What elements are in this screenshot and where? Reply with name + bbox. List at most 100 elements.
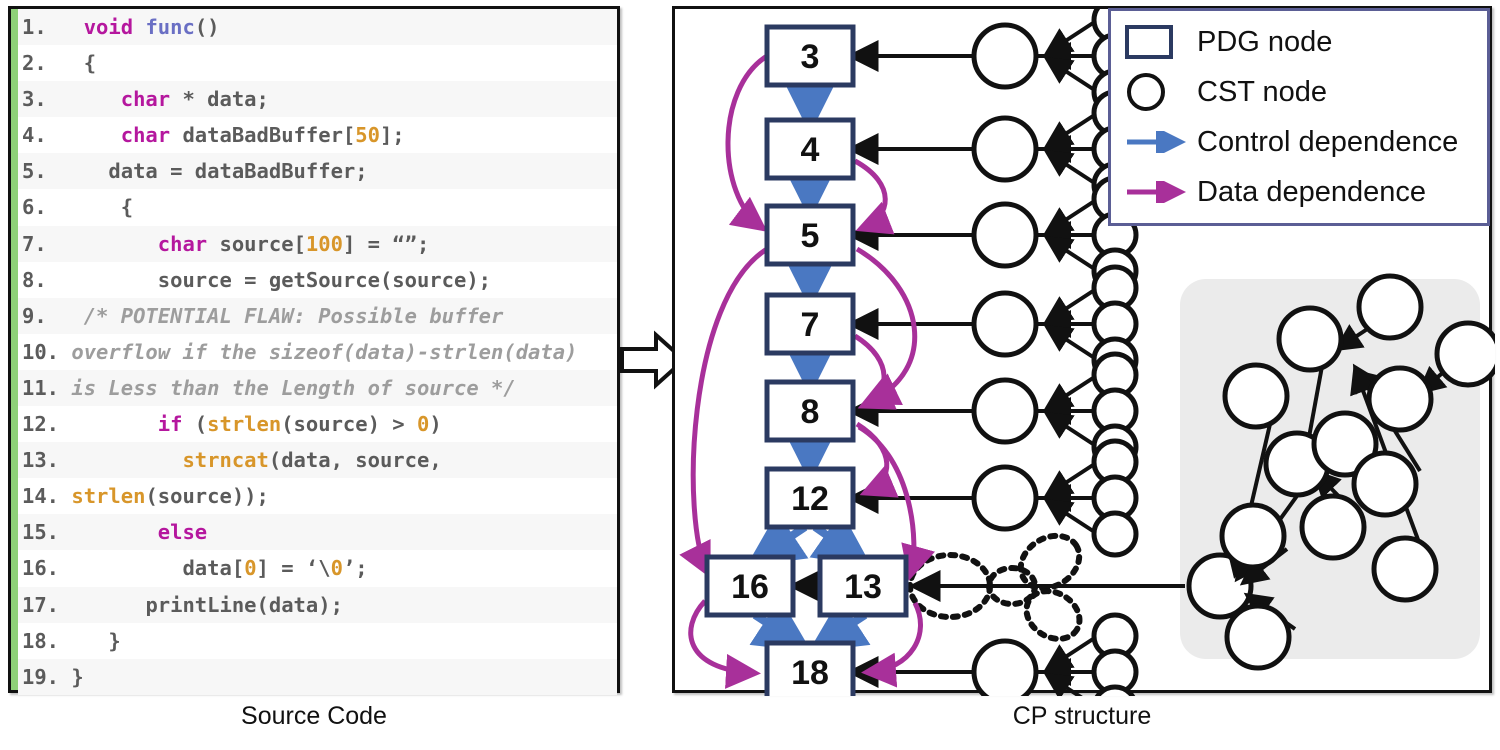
data-edge-3-5 <box>725 53 769 232</box>
line-number: 1. <box>22 15 72 39</box>
legend-key-control <box>1125 131 1197 153</box>
legend-row-control-dependence: Control dependence <box>1125 117 1477 167</box>
pdg-node-7[interactable]: 7 <box>764 292 856 356</box>
pdg-node-12[interactable]: 12 <box>764 466 856 530</box>
code-line: 1. void func() <box>18 9 617 46</box>
legend-label-cst-node: CST node <box>1197 75 1328 108</box>
code-line: 19. } <box>18 658 617 695</box>
line-number: 19. <box>22 664 72 689</box>
code-token: 0 <box>244 556 257 581</box>
legend-key-data <box>1125 181 1197 203</box>
code-token: strlen <box>71 484 146 509</box>
cst-node <box>1434 320 1495 388</box>
code-indent <box>71 232 157 256</box>
pdg-node-16[interactable]: 16 <box>704 554 796 618</box>
line-number: 8. <box>22 267 72 292</box>
code-indent <box>71 556 182 580</box>
code-token: { <box>120 195 134 220</box>
code-indent <box>71 195 120 219</box>
transform-arrow-icon <box>620 330 686 390</box>
pdg-node-label: 3 <box>801 38 820 76</box>
cst-node <box>971 201 1039 269</box>
pdg-node-label: 4 <box>801 131 820 169</box>
pdg-node-box <box>764 640 856 696</box>
legend-key-pdg <box>1125 25 1197 59</box>
cst-node <box>971 464 1039 532</box>
pdg-node-label: 8 <box>801 393 820 431</box>
cst-node <box>1356 273 1424 341</box>
code-token: is Less than the Length of source */ <box>71 375 516 400</box>
legend-box: PDG node CST node Control dependence <box>1108 8 1490 226</box>
pdg-node-8[interactable]: 8 <box>764 379 856 443</box>
code-token: strncat <box>182 448 269 473</box>
pdg-node-box <box>764 379 856 443</box>
data-dependence-edges <box>679 53 936 689</box>
code-token: (data, source, <box>268 448 442 473</box>
cst-node <box>1222 362 1290 430</box>
pdg-node-18[interactable]: 18 <box>764 640 856 696</box>
code-token: 0 <box>330 556 343 581</box>
code-line: 10. overflow if the sizeof(data)-strlen(… <box>18 333 617 370</box>
pdg-node-box <box>817 554 909 618</box>
code-token: char <box>157 231 208 256</box>
code-token: if <box>157 412 183 437</box>
control-edge-16-18 <box>749 597 812 652</box>
code-indent <box>71 51 83 75</box>
pdg-node-3[interactable]: 3 <box>764 24 856 88</box>
code-token: } <box>71 664 84 689</box>
legend-key-cst <box>1125 73 1197 111</box>
control-edge-12-13 <box>809 511 872 567</box>
cst-cluster-4 <box>846 89 1139 209</box>
pdg-node-label: 18 <box>791 654 829 692</box>
cst-node <box>1366 365 1434 433</box>
control-edge-12-16 <box>746 511 809 567</box>
code-line: 3. char * data; <box>18 81 617 118</box>
line-number: 14. <box>22 484 72 509</box>
line-number: 13. <box>22 448 72 473</box>
code-token: ( <box>182 412 208 437</box>
cst-node <box>1311 410 1379 478</box>
code-indent <box>71 448 182 472</box>
pdg-node-5[interactable]: 5 <box>764 203 856 267</box>
pdg-node-13[interactable]: 13 <box>817 554 909 618</box>
code-token <box>133 15 145 39</box>
line-number: 7. <box>22 231 72 256</box>
code-indent <box>71 304 83 328</box>
cst-node <box>971 290 1039 358</box>
code-line: 14. strlen(source)); <box>18 478 617 515</box>
code-line: 17. printLine(data); <box>18 586 617 623</box>
line-number: 11. <box>22 375 72 400</box>
cst-node <box>1219 502 1287 570</box>
pdg-node-label: 13 <box>844 568 882 606</box>
pdg-node-4[interactable]: 4 <box>764 117 856 181</box>
code-line: 5. data = dataBadBuffer; <box>18 153 617 190</box>
code-token: () <box>194 15 220 39</box>
control-edge-13-18 <box>808 597 871 652</box>
code-token: printLine(data); <box>145 592 343 617</box>
code-token: void <box>83 15 134 39</box>
cst-subtree-nodes <box>1219 273 1495 671</box>
code-indent <box>71 159 108 183</box>
code-token: char <box>120 123 171 148</box>
cst-cluster-5 <box>846 175 1139 295</box>
pdg-node-box <box>764 117 856 181</box>
data-edge-4-5 <box>853 158 895 235</box>
data-edge-5-16 <box>679 246 769 579</box>
code-token: data[ <box>182 556 245 581</box>
legend-row-cst-node: CST node <box>1125 67 1477 117</box>
code-token: 0 <box>416 412 430 437</box>
control-arrow-swatch-icon <box>1127 131 1187 153</box>
cst-node-hidden <box>1023 588 1083 642</box>
pdg-node-swatch-icon <box>1125 25 1173 59</box>
line-number: 5. <box>22 159 72 184</box>
code-token: { <box>83 51 97 76</box>
code-token: func <box>145 15 195 39</box>
code-token: ]; <box>379 123 405 148</box>
pdg-node-label: 5 <box>801 217 820 255</box>
code-indent <box>71 268 157 292</box>
code-line: 11. is Less than the Length of source */ <box>18 369 617 407</box>
code-indent <box>71 123 120 147</box>
code-token: data = dataBadBuffer; <box>108 159 368 184</box>
code-token: ] = ‘\ <box>256 556 331 581</box>
legend-row-pdg-node: PDG node <box>1125 17 1477 67</box>
